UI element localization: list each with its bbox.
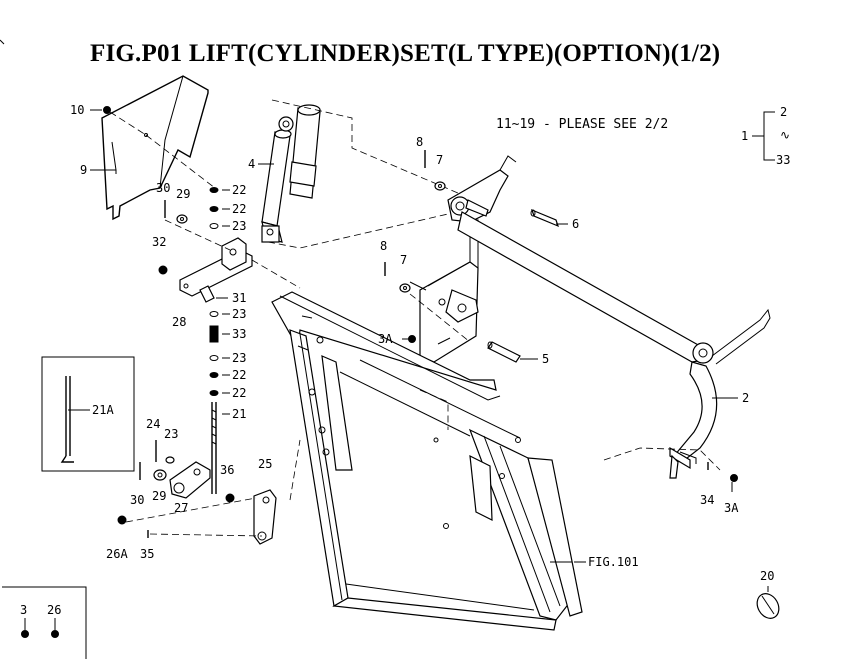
callout-25: 25 [258,457,272,471]
pins-5-6 [487,341,521,363]
callout-23-a: 23 [232,219,246,233]
callout-23-d: 23 [164,427,178,441]
callout-23-c: 23 [232,351,246,365]
callout-26: 26 [47,603,61,617]
callout-27: 27 [174,501,188,515]
callout-3A-left: 3A [378,332,393,346]
callout-22-b: 22 [232,202,246,216]
bolt-part-10 [90,106,147,136]
bracket-bottom-label: 33 [776,153,790,167]
callout-fig-101: FIG.101 [588,555,639,569]
callout-29-upper: 29 [176,187,190,201]
callout-7-upper: 7 [436,153,443,167]
callout-10: 10 [70,103,84,117]
cap-part-20 [756,586,780,619]
pivot-plate [384,219,479,363]
callout-6: 6 [572,217,579,231]
pin-washer-set-upper [158,200,231,275]
bracket-sep-label: ∿ [780,128,790,142]
bracket-top-label: 2 [780,105,787,119]
see-also-note: 11~19 - PLEASE SEE 2/2 [496,117,669,132]
callout-21A: 21A [92,403,114,417]
callout-30-lower: 30 [130,493,144,507]
callout-9: 9 [80,163,87,177]
main-frame-fig-101 [271,291,721,631]
callout-leaders [80,141,738,563]
callout-34: 34 [700,493,714,507]
callout-31: 31 [232,291,246,305]
callout-2: 2 [742,391,749,405]
callout-5: 5 [542,352,549,366]
callout-3: 3 [20,603,27,617]
callout-29-lower: 29 [152,489,166,503]
callout-36: 36 [220,463,234,477]
assembly-bracket: 1 2 ∿ 33 [741,105,790,167]
cover-plate-part-9 [101,75,216,221]
callout-30-upper: 30 [156,181,170,195]
upper-lift-arm [424,150,559,228]
lower-linkage [117,440,277,545]
callout-22-a: 22 [232,183,246,197]
figure-title: FIG.P01 LIFT(CYLINDER)SET(L TYPE)(OPTION… [90,40,721,67]
callout-3A-right: 3A [724,501,739,515]
callout-35: 35 [140,547,154,561]
corner-mark [0,39,5,45]
spring-bolt-column [209,187,219,494]
callout-8-lower: 8 [380,239,387,253]
callout-22-c: 22 [232,368,246,382]
callout-33: 33 [232,327,246,341]
inset-box-21A [41,356,135,472]
callout-32: 32 [152,235,166,249]
callout-22-d: 22 [232,386,246,400]
lift-cylinder-part-4 [261,99,466,249]
bracket-left-label: 1 [741,129,748,143]
callout-4: 4 [248,157,255,171]
callout-24: 24 [146,417,160,431]
callout-21: 21 [232,407,246,421]
bracket-part-28 [179,237,301,303]
callout-8-upper: 8 [416,135,423,149]
callout-7-lower: 7 [400,253,407,267]
callout-23-b: 23 [232,307,246,321]
callout-28: 28 [172,315,186,329]
main-lift-arm-part-2 [457,211,771,482]
callout-labels: 10 9 4 30 29 22 22 23 32 31 28 23 33 23 … [20,103,774,617]
callout-26A: 26A [106,547,128,561]
inset-box-3-26 [2,586,87,659]
callout-20: 20 [760,569,774,583]
